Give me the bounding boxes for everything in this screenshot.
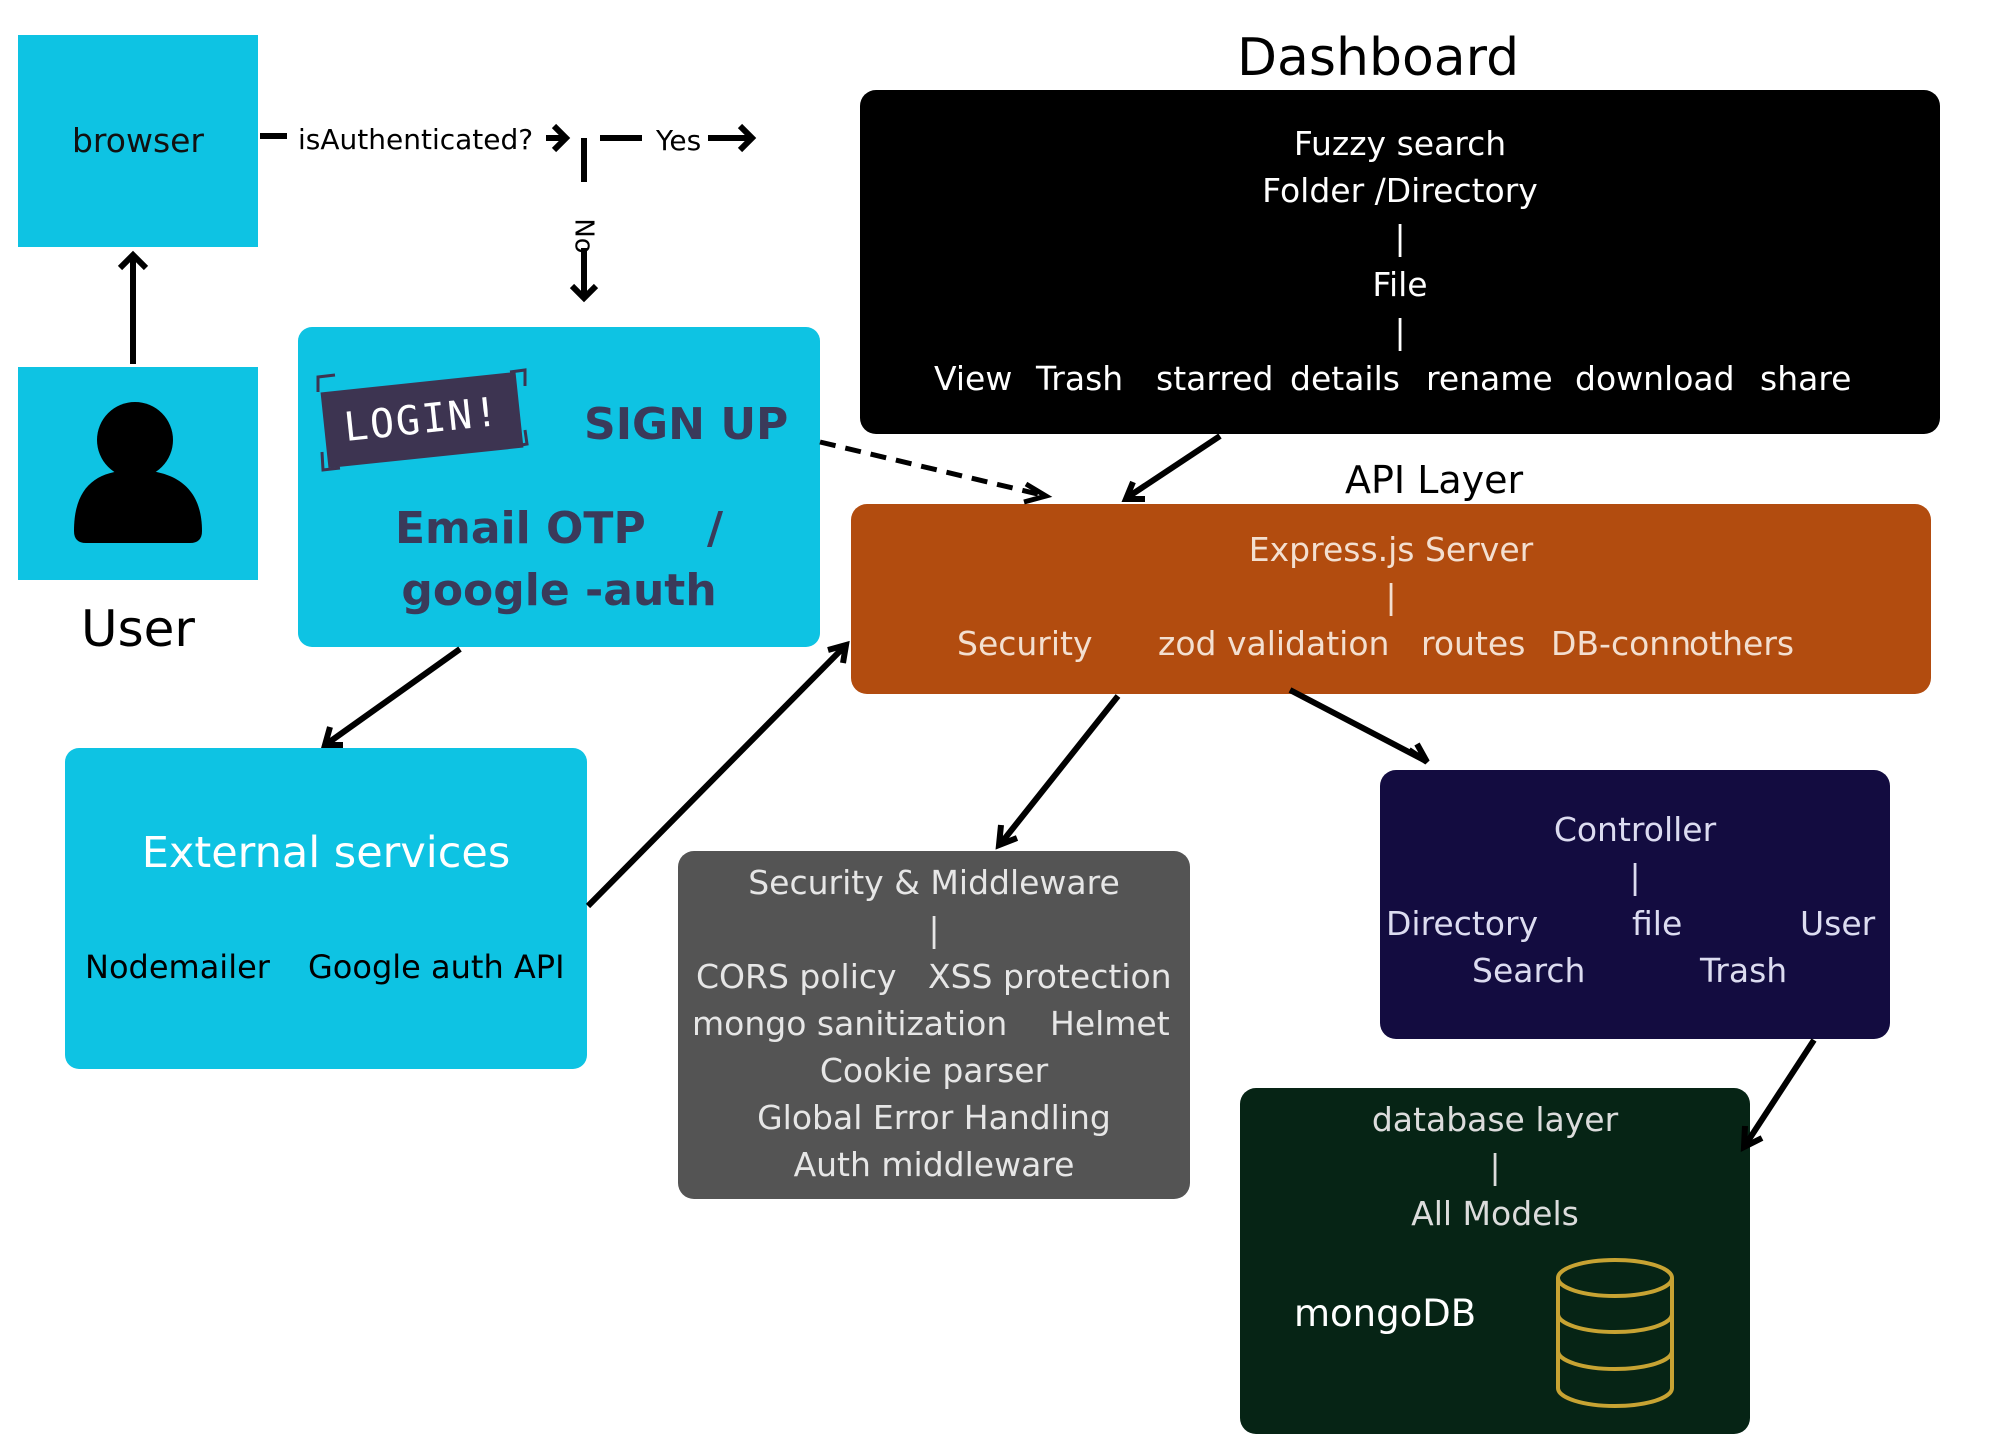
- controller-separator: |: [1629, 857, 1641, 896]
- database-layer-box: database layer | All Models mongoDB: [1240, 1088, 1750, 1434]
- dashboard-action-view: View: [934, 359, 1013, 398]
- api-item-others: others: [1689, 624, 1795, 663]
- dashboard-action-share: share: [1760, 359, 1852, 398]
- browser-box: browser: [18, 35, 258, 247]
- external-service-nodemailer: Nodemailer: [85, 948, 270, 986]
- dashboard-file: File: [1372, 265, 1428, 304]
- external-services-box: External services Nodemailer Google auth…: [65, 748, 587, 1069]
- api-item-security: Security: [957, 624, 1093, 663]
- dashboard-action-download: download: [1575, 359, 1735, 398]
- arrow-dashboard-to-api: [1121, 433, 1222, 502]
- api-item-db-conn: DB-conn: [1551, 624, 1692, 663]
- controller-search: Search: [1472, 951, 1586, 990]
- security-cors-policy: CORS policy: [696, 957, 897, 996]
- dashboard-action-trash: Trash: [1036, 359, 1124, 398]
- browser-label: browser: [71, 121, 205, 160]
- controller-directory: Directory: [1386, 904, 1539, 943]
- security-auth-middleware: Auth middleware: [793, 1145, 1075, 1184]
- api-express-server: Express.js Server: [1248, 530, 1534, 569]
- security-separator: |: [928, 910, 940, 949]
- database-mongodb-label: mongoDB: [1294, 1292, 1477, 1335]
- security-mongo-sanitization: mongo sanitization: [692, 1004, 1008, 1043]
- signup-title: SIGN UP: [584, 399, 789, 450]
- security-title: Security & Middleware: [748, 863, 1120, 902]
- database-separator: |: [1489, 1147, 1501, 1186]
- api-layer-box: Express.js Server | Security zod validat…: [851, 504, 1931, 694]
- arrow-yes-right: [600, 123, 757, 153]
- arrow-auth-to-external: [321, 646, 462, 748]
- controller-file: file: [1632, 904, 1683, 943]
- dashboard-fuzzy-search: Fuzzy search: [1293, 124, 1507, 163]
- arrow-external-to-api: [585, 640, 850, 909]
- arrow-controller-to-database: [1740, 1038, 1817, 1152]
- arrow-api-to-security: [995, 694, 1121, 850]
- controller-user: User: [1800, 904, 1876, 943]
- security-xss-protection: XSS protection: [928, 957, 1172, 996]
- user-box: [18, 367, 258, 580]
- api-separator: |: [1385, 577, 1397, 616]
- dashboard-action-rename: rename: [1426, 359, 1553, 398]
- api-layer-title: API Layer: [1345, 458, 1524, 502]
- database-icon: [1556, 1258, 1674, 1408]
- user-icon: [74, 402, 202, 543]
- arrow-user-to-browser: [117, 250, 149, 364]
- security-cookie-parser: Cookie parser: [819, 1051, 1049, 1090]
- api-item-routes: routes: [1421, 624, 1526, 663]
- security-helmet: Helmet: [1050, 1004, 1170, 1043]
- dashboard-folder-directory: Folder /Directory: [1262, 171, 1538, 210]
- arrow-auth-to-api-dashed: [819, 439, 1053, 505]
- arrow-api-to-controller: [1288, 687, 1430, 765]
- api-item-zod-validation: zod validation: [1158, 624, 1390, 663]
- controller-trash: Trash: [1700, 951, 1788, 990]
- dashboard-separator-1: |: [1394, 218, 1406, 257]
- dashboard-action-starred: starred: [1156, 359, 1274, 398]
- arrow-question-to-junction: [546, 123, 571, 153]
- dashboard-separator-2: |: [1394, 312, 1406, 351]
- user-label: User: [81, 600, 195, 658]
- security-middleware-box: Security & Middleware | CORS policy XSS …: [678, 851, 1190, 1199]
- auth-line-google-auth: google -auth: [401, 565, 717, 616]
- arrow-no-down: [569, 138, 599, 303]
- dashboard-title: Dashboard: [1237, 28, 1520, 88]
- dashboard-action-details: details: [1290, 359, 1400, 398]
- yes-label: Yes: [656, 124, 702, 157]
- auth-line-email-otp: Email OTP /: [394, 503, 724, 554]
- database-title: database layer: [1371, 1100, 1619, 1139]
- controller-title: Controller: [1553, 810, 1717, 849]
- external-services-title: External services: [141, 828, 511, 878]
- security-global-error-handling: Global Error Handling: [757, 1098, 1111, 1137]
- controller-box: Controller | Directory file User Search …: [1380, 770, 1890, 1039]
- auth-box: LOGIN! SIGN UP Email OTP / google -auth: [298, 327, 820, 647]
- database-all-models: All Models: [1411, 1194, 1579, 1233]
- dashboard-box: Fuzzy search Folder /Directory | File | …: [860, 90, 1940, 434]
- external-service-google-auth: Google auth API: [308, 948, 565, 986]
- is-authenticated-label: isAuthenticated?: [298, 123, 534, 156]
